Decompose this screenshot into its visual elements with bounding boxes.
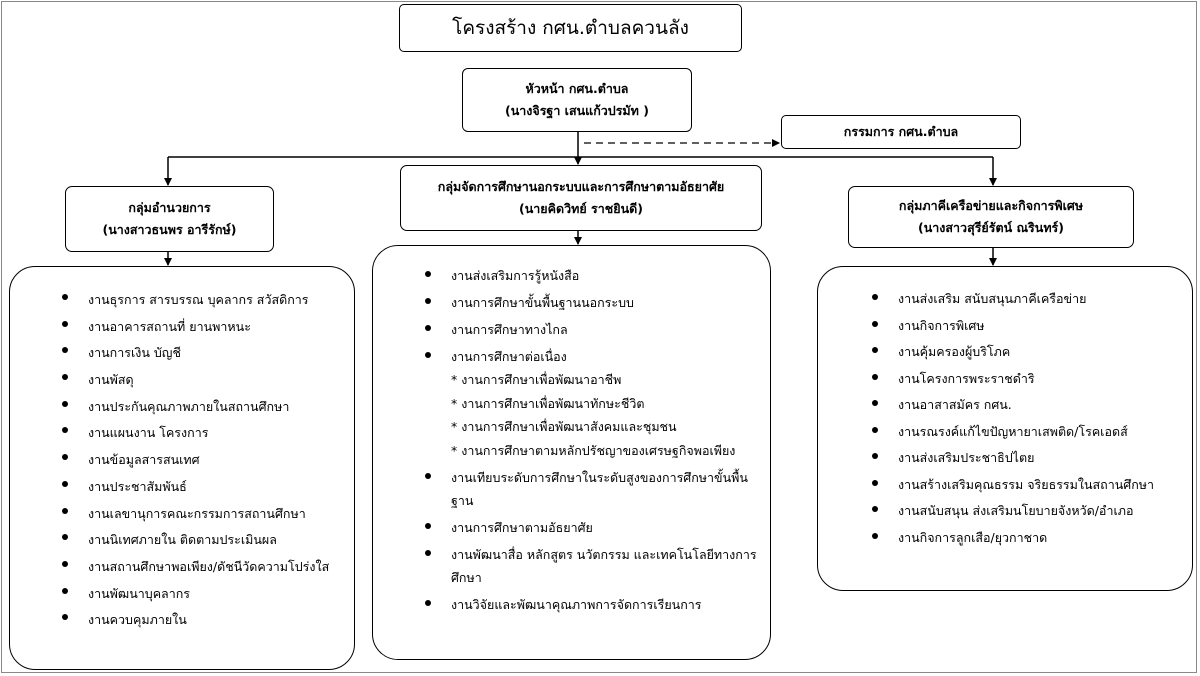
bullet-icon xyxy=(872,506,878,512)
bullet-icon xyxy=(425,473,431,480)
list-item: งานสถานศึกษาพอเพียง/ดัชนีวัดความโปร่งใส xyxy=(62,554,352,579)
education-group-box: กลุ่มจัดการศึกษานอกระบบและการศึกษาตามอัธ… xyxy=(400,165,762,231)
bullet-icon xyxy=(872,347,878,353)
list-item: งานนิเทศภายใน ติดตามประเมินผล xyxy=(62,527,352,552)
list-item: งานข้อมูลสารสนเทศ xyxy=(62,447,352,472)
bullet-icon xyxy=(872,532,878,539)
bullet-icon xyxy=(872,373,878,380)
list-item: งานสนับสนุน ส่งเสริมนโยบายจังหวัด/อำเภอ xyxy=(872,499,1190,523)
list-item: งานพัสดุ xyxy=(62,367,352,392)
network-task-list: งานส่งเสริม สนับสนุนภาคีเครือข่าย งานกิจ… xyxy=(872,287,1190,552)
sub-list-item: * งานการศึกษาเพื่อพัฒนาอาชีพ xyxy=(451,372,622,387)
list-item: งานอาสาสมัคร กศน. xyxy=(872,393,1190,417)
network-group-leader: (นางสาวสุรีย์รัตน์ ณรินทร์) xyxy=(918,220,1064,235)
bullet-icon xyxy=(62,587,68,594)
bullet-icon xyxy=(62,534,68,541)
list-item: งานส่งเสริมการรู้หนังสือ xyxy=(425,264,765,287)
bullet-icon xyxy=(62,507,68,514)
continuing-education-subitems: * งานการศึกษาเพื่อพัฒนาอาชีพ * งานการศึก… xyxy=(451,368,765,462)
list-item: งานประกันคุณภาพภายในสถานศึกษา xyxy=(62,394,352,419)
bullet-icon xyxy=(425,523,431,530)
sub-list-item: * งานการศึกษาเพื่อพัฒนาทักษะชีวิต xyxy=(451,395,645,411)
bullet-icon xyxy=(62,614,68,621)
list-item: งานโครงการพระราชดำริ xyxy=(872,367,1190,391)
sub-list-item: * งานการศึกษาตามหลักปรัชญาของเศรษฐกิจพอเ… xyxy=(451,442,736,458)
list-item: งานเลขานุการคณะกรรมการสถานศึกษา xyxy=(62,501,352,526)
list-item: งานสร้างเสริมคุณธรรม จริยธรรมในสถานศึกษา xyxy=(872,473,1190,497)
head-box: หัวหน้า กศน.ตำบล (นางจิรฐา เสนแก้วปรมัท … xyxy=(462,68,692,132)
bullet-icon xyxy=(62,427,68,434)
list-item: งานพัฒนาสื่อ หลักสูตร นวัตกรรม และเทคโนโ… xyxy=(425,543,765,589)
list-item: งานกิจการพิเศษ xyxy=(872,314,1190,338)
list-item: งานรณรงค์แก้ไขปัญหายาเสพติด/โรคเอดส์ xyxy=(872,420,1190,444)
bullet-icon xyxy=(62,320,68,327)
bullet-icon xyxy=(62,480,68,487)
education-group-title: กลุ่มจัดการศึกษานอกระบบและการศึกษาตามอัธ… xyxy=(437,179,725,194)
list-item: งานพัฒนาบุคลากร xyxy=(62,581,352,606)
bullet-icon xyxy=(872,426,878,433)
bullet-icon xyxy=(872,294,878,300)
admin-group-title: กลุ่มอำนวยการ xyxy=(128,200,211,215)
head-position: หัวหน้า กศน.ตำบล xyxy=(525,81,629,96)
bullet-icon xyxy=(62,400,68,407)
admin-task-list: งานธุรการ สารบรรณ บุคลากร สวัสดิการ งานอ… xyxy=(62,287,352,634)
admin-tasks-panel: งานธุรการ สารบรรณ บุคลากร สวัสดิการ งานอ… xyxy=(9,266,355,670)
list-item: งานส่งเสริมประชาธิปไตย xyxy=(872,446,1190,470)
chart-title: โครงสร้าง กศน.ตำบลควนลัง xyxy=(452,17,689,39)
head-name: (นางจิรฐา เสนแก้วปรมัท ) xyxy=(505,103,649,118)
list-item: งานประชาสัมพันธ์ xyxy=(62,474,352,499)
bullet-icon xyxy=(62,374,68,381)
list-item: งานวิจัยและพัฒนาคุณภาพการจัดการเรียนการ xyxy=(425,593,765,616)
education-group-leader: (นายคิดวิทย์ ราชยินดี) xyxy=(519,201,643,216)
bullet-icon xyxy=(62,454,68,461)
bullet-icon xyxy=(62,294,68,300)
list-item: งานการศึกษาตามอัธยาศัย xyxy=(425,516,765,539)
bullet-icon xyxy=(425,600,431,607)
network-tasks-panel: งานส่งเสริม สนับสนุนภาคีเครือข่าย งานกิจ… xyxy=(817,266,1193,591)
bullet-icon xyxy=(425,352,431,358)
committee-box: กรรมการ กศน.ตำบล xyxy=(781,115,1021,149)
admin-group-leader: (นางสาวธนพร อารีรักษ์) xyxy=(102,222,237,237)
list-item: งานการศึกษาต่อเนื่อง * งานการศึกษาเพื่อพ… xyxy=(425,345,765,462)
bullet-icon xyxy=(425,271,431,277)
bullet-icon xyxy=(62,560,68,567)
list-item: งานแผนงาน โครงการ xyxy=(62,420,352,445)
list-item: งานเทียบระดับการศึกษาในระดับสูงของการศึก… xyxy=(425,466,765,512)
list-item: งานการเงิน บัญชี xyxy=(62,340,352,365)
list-item: งานธุรการ สารบรรณ บุคลากร สวัสดิการ xyxy=(62,287,352,312)
bullet-icon xyxy=(425,325,431,331)
list-item: งานอาคารสถานที่ ยานพาหนะ xyxy=(62,314,352,339)
network-group-title: กลุ่มภาคีเครือข่ายและกิจการพิเศษ xyxy=(898,198,1084,213)
admin-group-box: กลุ่มอำนวยการ (นางสาวธนพร อารีรักษ์) xyxy=(65,186,274,252)
bullet-icon xyxy=(872,320,878,327)
list-item: งานการศึกษาทางไกล xyxy=(425,318,765,341)
sub-list-item: * งานการศึกษาเพื่อพัฒนาสังคมและชุมชน xyxy=(451,419,677,435)
list-item: งานกิจการลูกเสือ/ยุวกาชาด xyxy=(872,526,1190,550)
list-item: งานคุ้มครองผู้บริโภค xyxy=(872,340,1190,364)
bullet-icon xyxy=(425,550,431,557)
bullet-icon xyxy=(62,347,68,354)
bullet-icon xyxy=(872,453,878,459)
education-tasks-panel: งานส่งเสริมการรู้หนังสือ งานการศึกษาขั้น… xyxy=(372,245,771,660)
list-item: งานส่งเสริม สนับสนุนภาคีเครือข่าย xyxy=(872,287,1190,311)
network-group-box: กลุ่มภาคีเครือข่ายและกิจการพิเศษ (นางสาว… xyxy=(848,186,1134,248)
list-item: งานควบคุมภายใน xyxy=(62,607,352,632)
education-task-list: งานส่งเสริมการรู้หนังสือ งานการศึกษาขั้น… xyxy=(425,264,765,620)
bullet-icon xyxy=(872,479,878,486)
list-item: งานการศึกษาขั้นพื้นฐานนอกระบบ xyxy=(425,291,765,314)
chart-title-box: โครงสร้าง กศน.ตำบลควนลัง xyxy=(399,4,742,52)
committee-label: กรรมการ กศน.ตำบล xyxy=(843,124,959,139)
bullet-icon xyxy=(425,298,431,304)
bullet-icon xyxy=(872,400,878,406)
